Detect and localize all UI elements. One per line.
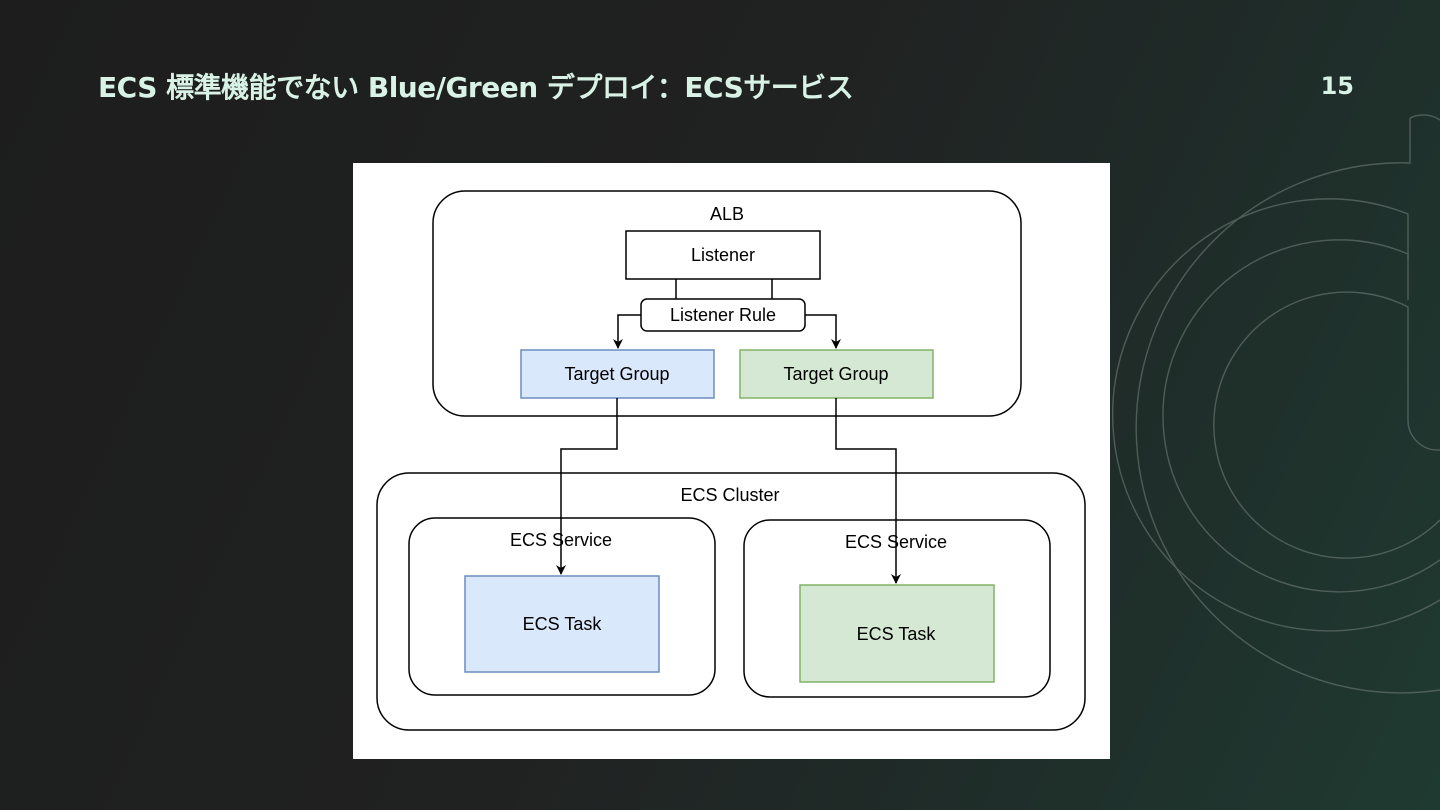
blue-target-to-task-arrow [556, 398, 618, 575]
green-target-to-task-arrow [835, 398, 901, 584]
rule-to-green-target-arrow [805, 314, 841, 349]
rule-to-blue-target-arrow [613, 314, 641, 349]
ecs-task-blue [464, 575, 660, 673]
ecs-task-blue-label: ECS Task [523, 614, 603, 634]
ecs-cluster-label: ECS Cluster [680, 485, 779, 505]
listener-rule-label: Listener Rule [670, 305, 776, 325]
diagram-canvas: ALB Listener Listener Rule Target Group … [376, 190, 1086, 731]
architecture-diagram: ALB Listener Listener Rule Target Group … [353, 163, 1110, 759]
listener-box [625, 230, 821, 280]
target-group-blue [520, 349, 715, 399]
target-group-green [739, 349, 934, 399]
slide-title: ECS 標準機能でない Blue/Green デプロイ：ECSサービス [98, 71, 854, 104]
listener-label: Listener [691, 245, 755, 265]
alb-label: ALB [710, 204, 744, 224]
target-group-blue-label: Target Group [564, 364, 669, 384]
ecs-task-green-label: ECS Task [857, 624, 937, 644]
page-number: 15 [1320, 72, 1354, 100]
ecs-task-green [799, 584, 995, 683]
target-group-green-label: Target Group [783, 364, 888, 384]
